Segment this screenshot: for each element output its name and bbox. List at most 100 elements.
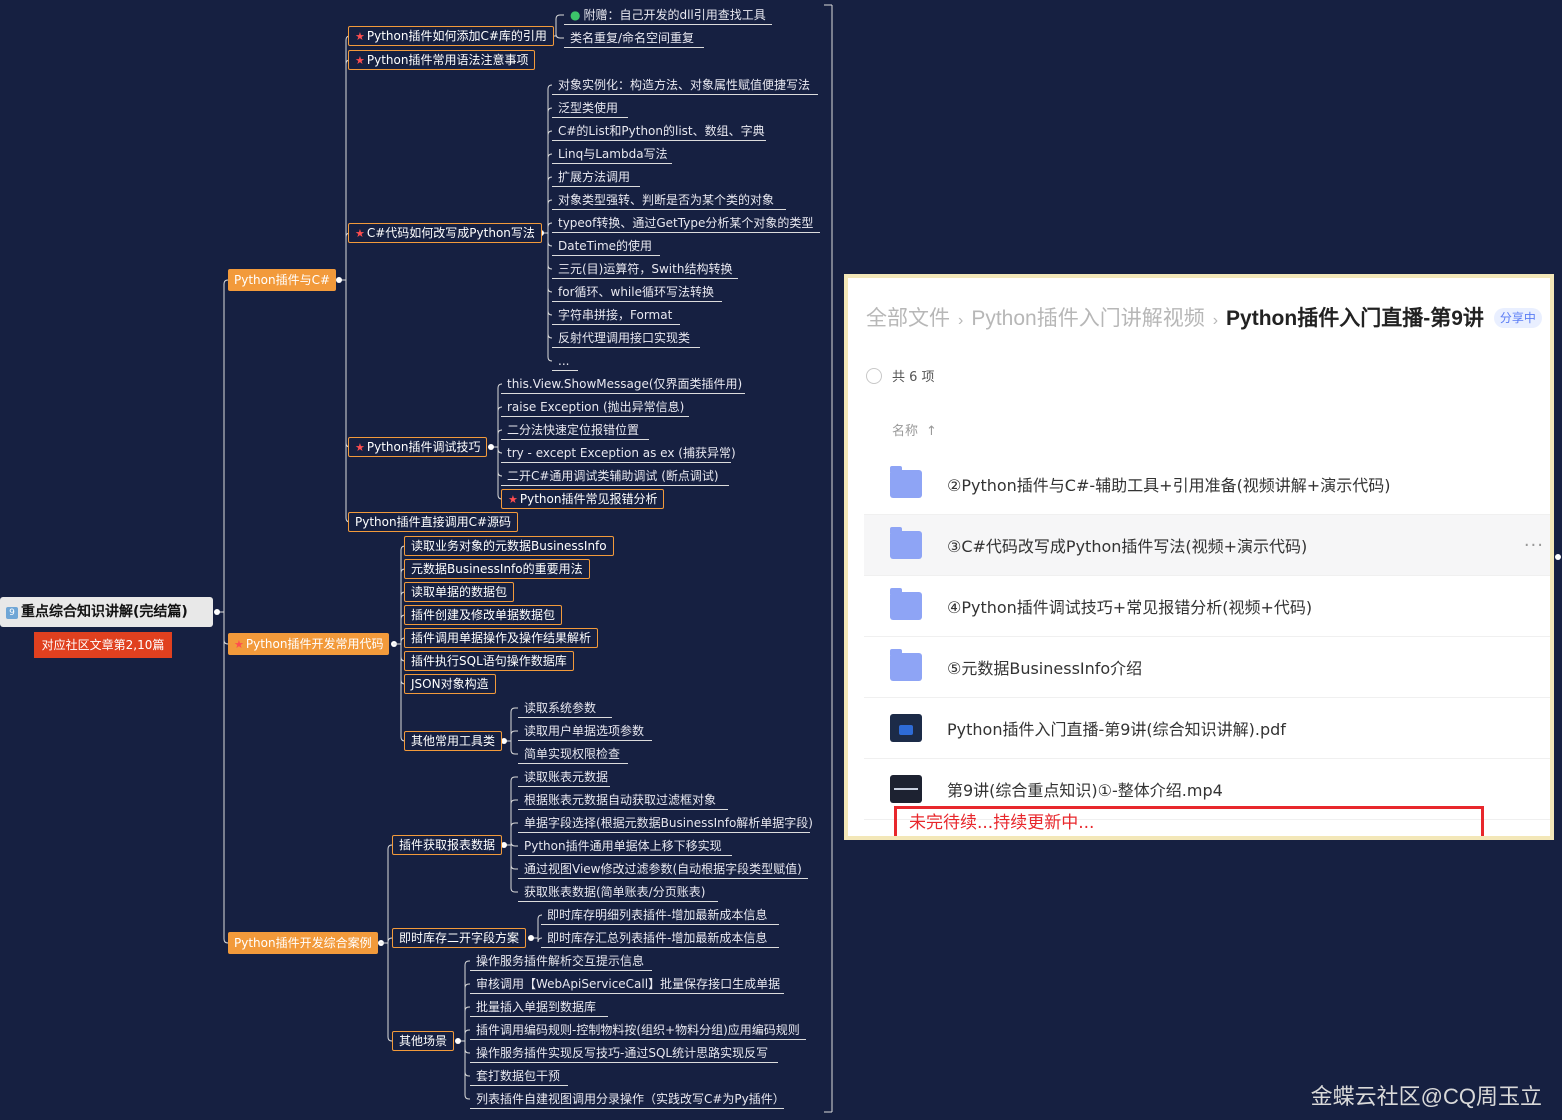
column-header-name[interactable]: 名称↑ xyxy=(892,420,937,439)
leaf-label: Python插件常见报错分析 xyxy=(519,492,658,506)
leaf-report-item[interactable]: 获取账表数据(简单账表/分页账表) xyxy=(518,882,718,902)
leaf-label: 即时库存汇总列表插件-增加最新成本信息 xyxy=(547,931,768,945)
node-debug-tips[interactable]: ★Python插件调试技巧 xyxy=(348,437,488,457)
leaf-label: 泛型类使用 xyxy=(558,101,619,115)
leaf-tool-item[interactable]: 读取用户单据选项参数 xyxy=(518,721,652,741)
select-all-checkbox[interactable] xyxy=(866,368,882,384)
branch-python-csharp[interactable]: Python插件与C# xyxy=(228,269,337,291)
leaf-scenario-item[interactable]: 操作服务插件解析交互提示信息 xyxy=(470,951,652,971)
leaf-label: 读取账表元数据 xyxy=(524,770,609,784)
leaf-rewrite-item[interactable]: DateTime的使用 xyxy=(552,236,660,256)
leaf-rewrite-item[interactable]: 泛型类使用 xyxy=(552,98,628,118)
node-common-code-item[interactable]: 插件创建及修改单据数据包 xyxy=(404,605,563,625)
leaf-label: 简单实现权限检查 xyxy=(524,747,621,761)
leaf-label: 批量插入单据到数据库 xyxy=(476,1000,597,1014)
leaf-rewrite-item[interactable]: C#的List和Python的list、数组、字典 xyxy=(552,121,766,141)
video-file-icon xyxy=(890,775,922,803)
leaf-rewrite-item[interactable]: 字符串拼接，Format xyxy=(552,305,680,325)
leaf-debug-item[interactable]: this.View.ShowMessage(仅界面类插件用) xyxy=(501,374,745,394)
leaf-report-item[interactable]: 单据字段选择(根据元数据BusinessInfo解析单据字段) xyxy=(518,813,813,833)
breadcrumb-item[interactable]: Python插件入门讲解视频 xyxy=(971,307,1205,330)
leaf-report-item[interactable]: 根据账表元数据自动获取过滤框对象 xyxy=(518,790,728,810)
node-add-csharp-reference[interactable]: ★Python插件如何添加C#库的引用 xyxy=(348,26,554,46)
leaf-report-item[interactable]: Python插件通用单据体上移下移实现 xyxy=(518,836,732,856)
file-name: Python插件入门直播-第9讲(综合知识讲解).pdf xyxy=(947,720,1286,739)
folder-icon xyxy=(890,588,922,620)
leaf-rewrite-item[interactable]: 反射代理调用接口实现类 xyxy=(552,328,700,348)
file-row[interactable]: Python插件入门直播-第9讲(综合知识讲解).pdf xyxy=(864,698,1550,759)
leaf-class-name-duplicate[interactable]: 类名重复/命名空间重复 xyxy=(564,28,704,48)
star-icon: ★ xyxy=(508,493,518,506)
leaf-tool-item[interactable]: 读取系统参数 xyxy=(518,698,612,718)
leaf-label: 附赠：自己开发的dll引用查找工具 xyxy=(583,8,766,22)
node-inventory-plan[interactable]: 即时库存二开字段方案 xyxy=(392,928,527,948)
more-options-icon[interactable]: ··· xyxy=(1523,534,1544,556)
leaf-label: 读取用户单据选项参数 xyxy=(524,724,645,738)
file-row[interactable]: ⑤元数据BusinessInfo介绍 xyxy=(864,637,1550,698)
node-label: Python插件直接调用C#源码 xyxy=(355,515,512,529)
leaf-inventory-item[interactable]: 即时库存明细列表插件-增加最新成本信息 xyxy=(541,905,779,925)
leaf-debug-item[interactable]: raise Exception (抛出异常信息) xyxy=(501,397,689,417)
node-other-tools[interactable]: 其他常用工具类 xyxy=(404,731,503,751)
node-common-code-item[interactable]: 元数据BusinessInfo的重要用法 xyxy=(404,559,590,579)
leaf-label: 反射代理调用接口实现类 xyxy=(558,331,691,345)
leaf-rewrite-item[interactable]: ... xyxy=(552,351,578,371)
leaf-label: 操作服务插件实现反写技巧-通过SQL统计思路实现反写 xyxy=(476,1046,769,1060)
file-row[interactable]: ③C#代码改写成Python插件写法(视频+演示代码)··· xyxy=(864,515,1550,576)
branch-cases[interactable]: Python插件开发综合案例 xyxy=(228,932,378,954)
branch-label: Python插件开发常用代码 xyxy=(245,637,384,651)
leaf-label: Linq与Lambda写法 xyxy=(558,147,668,161)
leaf-rewrite-item[interactable]: for循环、while循环写法转换 xyxy=(552,282,722,302)
node-call-csharp-source[interactable]: Python插件直接调用C#源码 xyxy=(348,512,519,532)
leaf-label: 字符串拼接，Format xyxy=(558,308,673,322)
leaf-dll-tool[interactable]: ●附赠：自己开发的dll引用查找工具 xyxy=(564,5,772,25)
node-common-code-item[interactable]: 读取业务对象的元数据BusinessInfo xyxy=(404,536,614,556)
folder-icon xyxy=(890,466,922,498)
leaf-report-item[interactable]: 读取账表元数据 xyxy=(518,767,610,787)
node-other-scenarios[interactable]: 其他场景 xyxy=(392,1031,455,1051)
node-common-code-item[interactable]: 插件执行SQL语句操作数据库 xyxy=(404,651,574,671)
leaf-label: 对象类型强转、判断是否为某个类的对象 xyxy=(558,193,775,207)
node-rewrite-csharp[interactable]: ★C#代码如何改写成Python写法 xyxy=(348,223,542,243)
leaf-rewrite-item[interactable]: 对象实例化：构造方法、对象属性赋值便捷写法 xyxy=(552,75,818,95)
node-label: Python插件常用语法注意事项 xyxy=(366,53,529,67)
leaf-inventory-item[interactable]: 即时库存汇总列表插件-增加最新成本信息 xyxy=(541,928,779,948)
share-status-badge[interactable]: 分享中 xyxy=(1493,308,1542,328)
leaf-scenario-item[interactable]: 批量插入单据到数据库 xyxy=(470,997,608,1017)
leaf-scenario-item[interactable]: 套打数据包干预 xyxy=(470,1066,568,1086)
leaf-rewrite-item[interactable]: 三元(目)运算符，Swith结构转换 xyxy=(552,259,738,279)
leaf-debug-item[interactable]: 二开C#通用调试类辅助调试 (断点调试) xyxy=(501,466,729,486)
file-row[interactable]: ②Python插件与C#-辅助工具+引用准备(视频讲解+演示代码) xyxy=(864,454,1550,515)
file-row[interactable]: ④Python插件调试技巧+常见报错分析(视频+代码) xyxy=(864,576,1550,637)
node-syntax-notes[interactable]: ★Python插件常用语法注意事项 xyxy=(348,50,536,70)
leaf-scenario-item[interactable]: 列表插件自建视图调用分录操作（实践改写C#为Py插件） xyxy=(470,1089,785,1109)
file-browser-panel: 全部文件›Python插件入门讲解视频›Python插件入门直播-第9讲分享中 … xyxy=(844,274,1554,840)
pending-update-notice: 未完待续...持续更新中... xyxy=(894,806,1484,836)
leaf-debug-item[interactable]: try - except Exception as ex (捕获异常) xyxy=(501,443,736,463)
leaf-scenario-item[interactable]: 插件调用编码规则-控制物料按(组织+物料分组)应用编码规则 xyxy=(470,1020,806,1040)
node-common-code-item[interactable]: 插件调用单据操作及操作结果解析 xyxy=(404,628,599,648)
leaf-label: try - except Exception as ex (捕获异常) xyxy=(507,446,736,460)
leaf-rewrite-item[interactable]: Linq与Lambda写法 xyxy=(552,144,672,164)
node-common-code-item[interactable]: 读取单据的数据包 xyxy=(404,582,515,602)
leaf-tool-item[interactable]: 简单实现权限检查 xyxy=(518,744,628,764)
leaf-rewrite-item[interactable]: 对象类型强转、判断是否为某个类的对象 xyxy=(552,190,786,210)
leaf-debug-common-errors[interactable]: ★Python插件常见报错分析 xyxy=(501,489,665,509)
leaf-label: 读取系统参数 xyxy=(524,701,597,715)
leaf-report-item[interactable]: 通过视图View修改过滤参数(自动根据字段类型赋值) xyxy=(518,859,808,879)
node-report-data[interactable]: 插件获取报表数据 xyxy=(392,835,503,855)
leaf-rewrite-item[interactable]: 扩展方法调用 xyxy=(552,167,640,187)
node-label: C#代码如何改写成Python写法 xyxy=(366,226,535,240)
branch-common-code[interactable]: ★Python插件开发常用代码 xyxy=(228,633,390,655)
node-label: JSON对象构造 xyxy=(411,677,489,691)
file-row[interactable]: 第9讲(综合重点知识)①-整体介绍.mp4 xyxy=(864,759,1550,820)
breadcrumb-item[interactable]: 全部文件 xyxy=(866,307,950,330)
leaf-rewrite-item[interactable]: typeof转换、通过GetType分析某个对象的类型 xyxy=(552,213,820,233)
node-common-code-item[interactable]: JSON对象构造 xyxy=(404,674,496,694)
leaf-label: ... xyxy=(558,354,570,368)
leaf-scenario-item[interactable]: 操作服务插件实现反写技巧-通过SQL统计思路实现反写 xyxy=(470,1043,778,1063)
leaf-debug-item[interactable]: 二分法快速定位报错位置 xyxy=(501,420,649,440)
leaf-label: 二分法快速定位报错位置 xyxy=(507,423,640,437)
leaf-scenario-item[interactable]: 审核调用【WebApiServiceCall】批量保存接口生成单据 xyxy=(470,974,784,994)
